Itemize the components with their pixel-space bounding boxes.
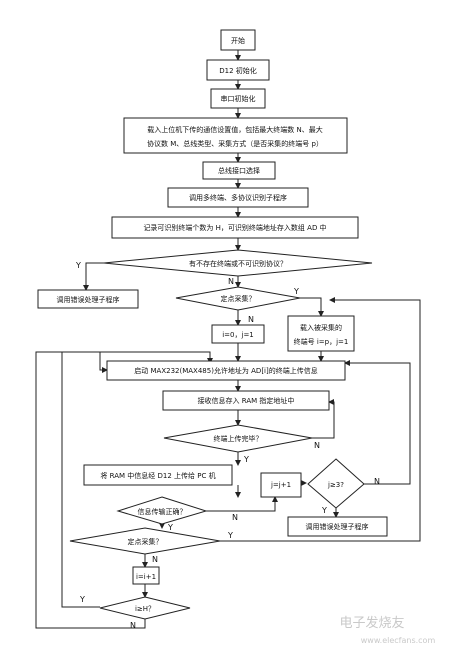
label-n-upload-done: N [314, 441, 320, 450]
label-n-unrecognized: N [228, 277, 234, 286]
inc-j-label: j=j+1 [270, 481, 291, 489]
upload-pc-label: 将 RAM 中信息经 D12 上传给 PC 机 [100, 471, 215, 480]
label-n-i-ge-h: N [130, 621, 136, 630]
d12-init-label: D12 初始化 [219, 66, 257, 75]
receive-params-line-2: 协议数 M、总线类型、采集方式（是否采集的终端号 p） [147, 139, 323, 148]
error-handler-box-1 [37, 289, 139, 309]
decision-fixed-2 [69, 527, 221, 555]
inc-i-box [132, 566, 160, 585]
label-y-fixed-2: Y [227, 531, 233, 540]
decision-upload-done [163, 424, 313, 453]
error-handler-label-2: 调用错误处理子程序 [306, 522, 369, 531]
decision-fixed-1 [175, 286, 301, 311]
record-count-box [111, 216, 359, 239]
bus-select-box [202, 161, 276, 180]
receive-params-line-1: 载入上位机下传的通信设置值，包括最大终端数 N、最大 [147, 125, 322, 134]
init-ij-label: i=0，j=1 [222, 331, 254, 339]
error-handler-box-2 [287, 516, 388, 537]
decision-info-ok-label: 信息传输正确？ [138, 507, 187, 516]
receive-params-box [123, 117, 348, 154]
error-handler-label-1: 调用错误处理子程序 [57, 295, 120, 304]
store-ram-box [162, 390, 330, 411]
label-y-i-ge-h: Y [79, 595, 85, 604]
serial-init-label: 串口初始化 [221, 94, 256, 103]
label-n-j-ge-3: N [374, 477, 380, 486]
serial-init-box [210, 88, 266, 109]
label-y-fixed-1: Y [293, 287, 299, 296]
load-fixed-line-2: 终端号 i=p，j=1 [294, 337, 349, 346]
upload-pc-box [83, 464, 233, 486]
store-ram-label: 接收信息存入 RAM 指定地址中 [198, 396, 295, 405]
decision-unrecognized-label: 有不存在终端或不可识别协议？ [189, 259, 287, 268]
label-y-info-ok: Y [167, 523, 173, 532]
label-y-unrecognized: Y [75, 261, 81, 270]
start-box [220, 29, 256, 51]
inc-i-label: i=i+1 [136, 573, 156, 581]
bus-select-label: 总线接口选择 [218, 166, 260, 175]
call-multi-label: 调用多终端、多协议识别子程序 [189, 193, 287, 202]
record-count-label: 记录可识别终端个数为 H，可识别终端地址存入数组 AD 中 [143, 223, 326, 232]
load-fixed-box [287, 315, 355, 352]
connector-lines [35, 50, 421, 629]
decision-info-ok [116, 496, 208, 525]
start-max232-box [106, 360, 346, 381]
init-ij-box [211, 324, 265, 344]
decision-unrecognized [103, 249, 373, 277]
inc-j-box [260, 472, 302, 498]
decision-i-ge-h [99, 596, 191, 620]
decision-i-ge-h-label: i≥H？ [135, 605, 155, 613]
label-n-fixed-2: N [152, 555, 158, 564]
decision-j-ge-3 [307, 458, 365, 509]
decision-fixed-1-label: 定点采集？ [221, 294, 256, 303]
watermark: 电子发烧友 www.elecfans.com [339, 615, 435, 645]
label-y-upload-done: Y [243, 455, 249, 464]
d12-init-box [206, 59, 270, 81]
start-max232-label: 启动 MAX232(MAX485)允许地址为 AD[i]的终端上传信息 [134, 366, 317, 375]
load-fixed-line-1: 载入被采集的 [300, 323, 342, 332]
decision-upload-done-label: 终端上传完毕？ [214, 434, 263, 443]
watermark-url: www.elecfans.com [361, 636, 436, 645]
watermark-brand: 电子发烧友 [339, 615, 404, 631]
label-n-fixed-1: N [248, 315, 254, 324]
label-n-info-ok: N [232, 513, 238, 522]
start-label: 开始 [231, 36, 245, 45]
decision-j-ge-3-label: j≥3? [327, 481, 344, 489]
call-multi-box [167, 187, 309, 208]
decision-fixed-2-label: 定点采集？ [128, 537, 163, 546]
label-y-j-ge-3: Y [321, 506, 327, 515]
